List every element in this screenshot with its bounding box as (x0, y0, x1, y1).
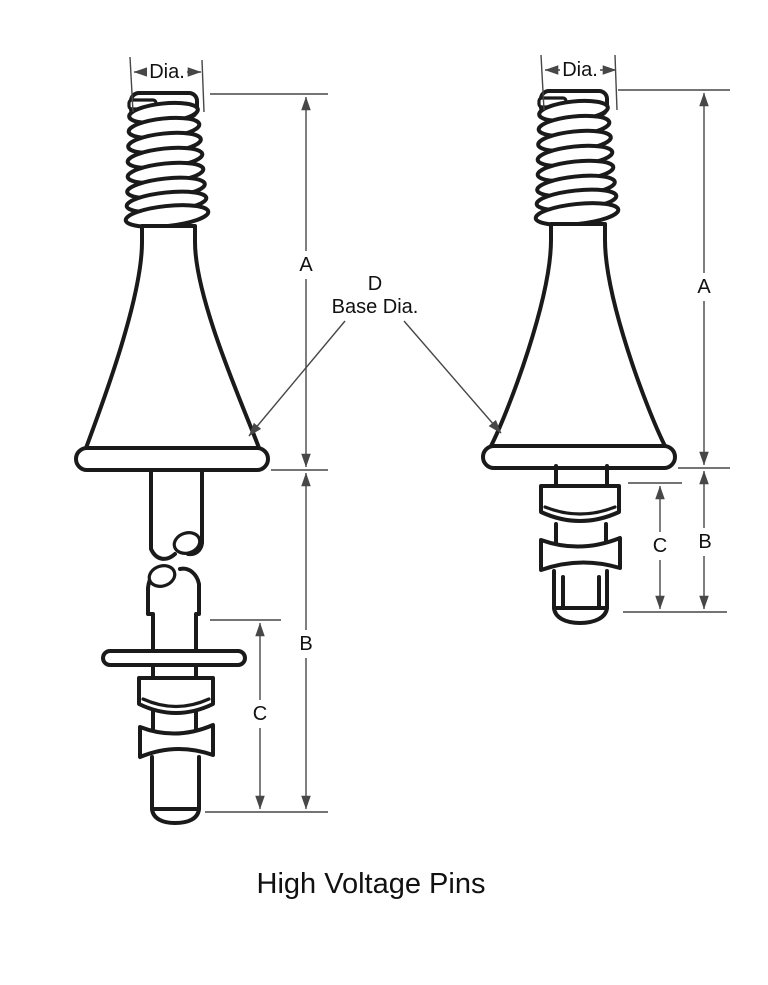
right-pin-neck (554, 464, 609, 488)
base-dia-callout-d: D (368, 273, 382, 295)
left-pin-base-disc (74, 446, 270, 472)
left-pin-shaft-break-upper (149, 468, 204, 561)
right-pin-tip-sides (552, 569, 609, 610)
break-curl (147, 564, 177, 588)
right-pin-threads (533, 89, 621, 227)
base-dia-callout-text: Base Dia. (332, 296, 419, 318)
left-pin-tip-sides (150, 755, 201, 811)
right-pin-bell (489, 222, 667, 448)
left-pin-spring-clip (138, 723, 215, 759)
label-mask (646, 532, 674, 560)
diagram-title: High Voltage Pins (257, 868, 486, 900)
right-pin-collar-face (543, 505, 617, 516)
left-pin-shaft-break-lower (146, 564, 201, 735)
dia-label-left: Dia. (149, 61, 185, 83)
label-mask (691, 528, 719, 556)
right-pin-tip-dome (552, 606, 609, 625)
left-pin-collar-face (141, 697, 211, 709)
label-mask (246, 700, 274, 728)
label-mask (292, 630, 320, 658)
right-pin-sub-neck (554, 522, 608, 546)
right-pin-drawing (481, 89, 677, 625)
right-pin-base-disc (481, 444, 677, 470)
break-curl (172, 531, 202, 555)
label-mask (292, 251, 320, 279)
dim-c-label-left: C (253, 703, 267, 725)
extension-line (201, 59, 205, 113)
shaft-edge (178, 566, 201, 735)
extension-line (129, 56, 134, 113)
dim-a-label-right: A (697, 276, 711, 298)
right-pin-spring-clip (539, 536, 622, 572)
left-pin-tip-dome (150, 807, 201, 825)
leader-line-right (403, 320, 502, 434)
extension-line (540, 54, 545, 111)
dia-label-right: Dia. (562, 59, 598, 81)
left-pin-bell (84, 224, 261, 450)
right-pin-collar-block (539, 484, 621, 523)
label-mask (690, 273, 718, 301)
label-mask (147, 61, 187, 83)
dim-c-label-right: C (653, 535, 667, 557)
dim-a-label-left: A (299, 254, 313, 276)
right-pin-dimensions: Dia. A B C (540, 54, 730, 613)
left-pin-threads (123, 91, 211, 229)
leader-line-left (248, 320, 346, 437)
base-dia-callout: D Base Dia. (248, 273, 502, 437)
shaft-edge (149, 468, 177, 561)
dim-b-label-left: B (299, 633, 312, 655)
label-mask (560, 59, 600, 81)
left-pin-dimensions: Dia. A B C (129, 56, 328, 813)
left-pin-drawing (74, 91, 270, 825)
extension-line (614, 54, 618, 111)
dim-b-label-right: B (698, 531, 711, 553)
left-pin-flange (101, 649, 247, 667)
